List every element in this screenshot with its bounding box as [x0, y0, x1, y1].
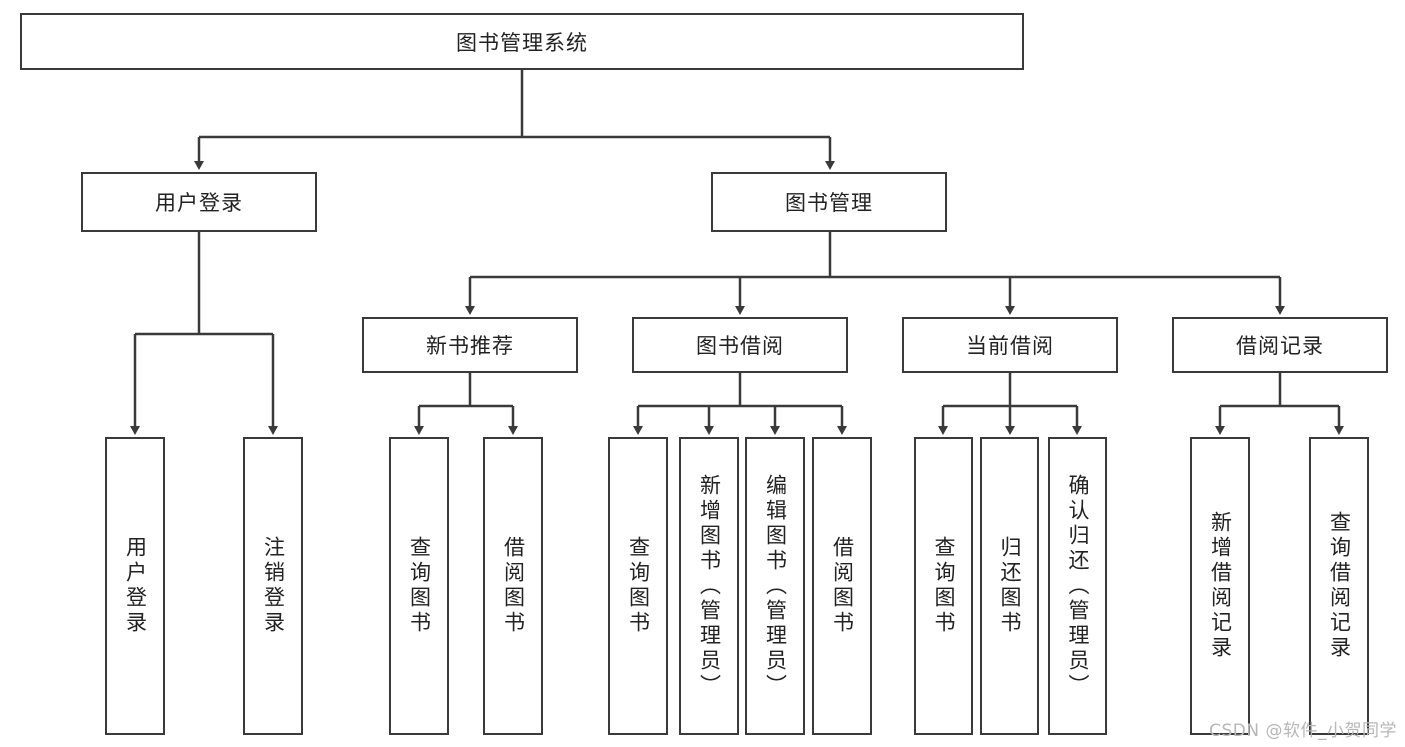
node-borrow-record[interactable]: 借阅记录	[1172, 317, 1388, 373]
node-current-borrow-label: 当前借阅	[966, 334, 1054, 358]
leaf-add-borrow-record[interactable]: 新增借阅记录	[1190, 437, 1250, 735]
watermark: CSDN @软件_小贺同学	[1209, 721, 1397, 741]
leaf-logout[interactable]: 注销登录	[243, 437, 303, 735]
leaf-query-borrow-record-label: 查询借阅记录	[1327, 511, 1352, 661]
leaf-user-login[interactable]: 用户登录	[105, 437, 165, 735]
node-borrow-record-label: 借阅记录	[1236, 334, 1324, 358]
node-book-management-label: 图书管理	[785, 191, 873, 215]
node-root[interactable]: 图书管理系统	[20, 13, 1024, 70]
node-user-login-label: 用户登录	[155, 191, 243, 215]
leaf-query-book-current[interactable]: 查询图书	[914, 437, 973, 735]
leaf-query-borrow-record[interactable]: 查询借阅记录	[1309, 437, 1369, 735]
leaf-borrow-book-recommend-label: 借阅图书	[501, 536, 526, 636]
leaf-add-borrow-record-label: 新增借阅记录	[1208, 511, 1233, 661]
leaf-borrow-book-recommend[interactable]: 借阅图书	[483, 437, 543, 735]
leaf-query-book-borrow-label: 查询图书	[626, 536, 651, 636]
node-user-login[interactable]: 用户登录	[81, 172, 317, 232]
node-book-borrow[interactable]: 图书借阅	[632, 317, 848, 373]
leaf-query-book-borrow[interactable]: 查询图书	[608, 437, 668, 735]
leaf-query-book-recommend-label: 查询图书	[407, 536, 432, 636]
leaf-add-book-admin[interactable]: 新增图书（管理员）	[679, 437, 739, 735]
leaf-user-login-label: 用户登录	[123, 536, 148, 636]
node-book-borrow-label: 图书借阅	[696, 334, 784, 358]
leaf-confirm-return-admin[interactable]: 确认归还（管理员）	[1048, 437, 1107, 735]
leaf-query-book-current-label: 查询图书	[932, 536, 956, 636]
leaf-add-book-admin-label: 新增图书（管理员）	[697, 473, 722, 699]
leaf-query-book-recommend[interactable]: 查询图书	[389, 437, 449, 735]
leaf-borrow-book[interactable]: 借阅图书	[812, 437, 872, 735]
node-new-book-recommend-label: 新书推荐	[426, 334, 514, 358]
leaf-logout-label: 注销登录	[261, 536, 286, 636]
node-root-label: 图书管理系统	[456, 30, 588, 55]
leaf-edit-book-admin-label: 编辑图书（管理员）	[763, 473, 788, 699]
node-new-book-recommend[interactable]: 新书推荐	[362, 317, 578, 373]
node-book-management[interactable]: 图书管理	[711, 172, 947, 232]
node-current-borrow[interactable]: 当前借阅	[902, 317, 1118, 373]
leaf-confirm-return-admin-label: 确认归还（管理员）	[1066, 473, 1090, 699]
leaf-edit-book-admin[interactable]: 编辑图书（管理员）	[745, 437, 805, 735]
leaf-return-book-label: 归还图书	[998, 536, 1022, 636]
leaf-return-book[interactable]: 归还图书	[980, 437, 1039, 735]
leaf-borrow-book-label: 借阅图书	[830, 536, 855, 636]
